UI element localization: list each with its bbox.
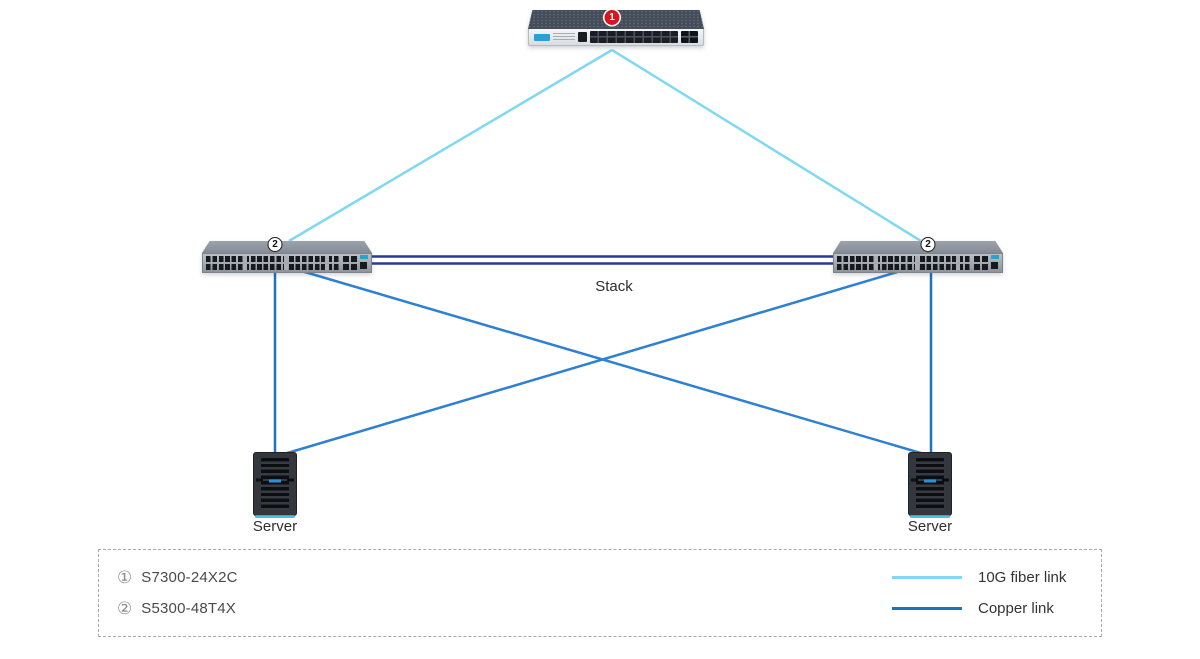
server-handle: [256, 478, 263, 482]
port-row-lower: [206, 264, 340, 270]
core-switch-front-panel: [528, 29, 704, 46]
brand-logo: [534, 33, 550, 41]
sfp-uplink-ports: [974, 256, 988, 270]
sfp-port-bank: [590, 31, 678, 43]
management-port: [991, 262, 998, 269]
copper-link-sample-line: [892, 607, 962, 611]
stack-label: Stack: [595, 278, 633, 295]
copper-link-label: Copper link: [978, 600, 1054, 618]
sfp-port: [981, 256, 988, 263]
server-right-label: Server: [907, 518, 953, 535]
sfp-port: [974, 256, 981, 263]
rj45-port-bank: [837, 256, 971, 270]
port-row-upper: [837, 256, 971, 262]
device-badge-1: 1: [604, 10, 620, 25]
management-port: [578, 32, 587, 42]
core-switch-device: 1: [528, 10, 704, 46]
server-led-indicator: [269, 479, 281, 483]
legend-marker-1: ①: [117, 567, 133, 587]
legend-box: ① S7300-24X2C 10G fiber link ② S5300-48T…: [98, 549, 1102, 637]
management-port: [360, 262, 367, 269]
brand-logo: [991, 255, 999, 259]
legend-device-1: ① S7300-24X2C: [117, 569, 238, 586]
server-left-device: [253, 452, 297, 518]
fiber-link-core-to-left-switch: [288, 48, 613, 243]
sfp-port: [974, 263, 981, 270]
server-handle: [911, 478, 918, 482]
legend-device-2: ② S5300-48T4X: [117, 600, 236, 617]
server-drive-bays: [916, 458, 944, 510]
qsfp-uplink-ports: [681, 31, 698, 43]
server-handle: [942, 478, 949, 482]
brand-logo: [360, 255, 368, 259]
switch-front-panel: [202, 253, 372, 273]
device-badge-2: 2: [267, 237, 283, 252]
server-right-device: [908, 452, 952, 518]
legend-model-1: S7300-24X2C: [141, 568, 238, 586]
device-badge-2: 2: [920, 237, 936, 252]
legend-row-2: ② S5300-48T4X Copper link: [117, 600, 1079, 617]
copper-link-left-switch-to-right-server: [297, 268, 925, 456]
switch-front-panel: [833, 253, 1003, 273]
sfp-uplink-ports: [343, 256, 357, 270]
server-handle: [287, 478, 294, 482]
sfp-port: [343, 256, 350, 263]
fiber-link-sample-line: [892, 575, 962, 579]
legend-marker-2: ②: [117, 599, 133, 619]
legend-link-copper: Copper link: [892, 600, 1079, 617]
access-switch-right-device: 2: [833, 237, 1003, 273]
switch-chassis-top: [202, 241, 372, 253]
sfp-port: [981, 263, 988, 270]
port-row-lower: [837, 264, 971, 270]
access-switch-left-device: 2: [202, 237, 372, 273]
fiber-link-label: 10G fiber link: [978, 568, 1067, 586]
server-base-accent: [255, 515, 295, 518]
copper-link-right-switch-to-left-server: [283, 268, 905, 456]
switch-chassis-top: [833, 241, 1003, 253]
fiber-link-core-to-right-switch: [611, 48, 922, 243]
port-row-upper: [206, 256, 340, 262]
sfp-port: [350, 263, 357, 270]
server-led-indicator: [924, 479, 936, 483]
sfp-port: [343, 263, 350, 270]
server-drive-bays: [261, 458, 289, 510]
legend-row-1: ① S7300-24X2C 10G fiber link: [117, 569, 1079, 586]
panel-fineprint: [553, 32, 575, 42]
rj45-port-bank: [206, 256, 340, 270]
legend-model-2: S5300-48T4X: [141, 600, 237, 618]
sfp-port: [350, 256, 357, 263]
legend-link-fiber: 10G fiber link: [892, 569, 1079, 586]
server-left-label: Server: [252, 518, 298, 535]
server-base-accent: [910, 515, 950, 518]
